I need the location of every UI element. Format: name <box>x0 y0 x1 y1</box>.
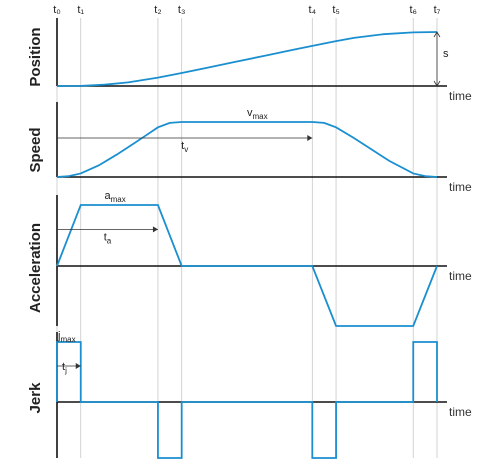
time-marker-label-t4: t₄ <box>309 4 317 16</box>
position-curve <box>56 31 438 87</box>
acceleration-duration-label: ta <box>104 231 112 245</box>
time-marker-label-t7: t₇ <box>434 4 441 16</box>
jerk-duration-label: tj <box>62 361 67 375</box>
acceleration-time-label: time <box>449 269 472 283</box>
acceleration-curve <box>56 204 438 327</box>
acceleration-level-label: amax <box>105 190 126 204</box>
jerk-curve <box>56 341 438 459</box>
position-axis-label: Position <box>27 27 44 86</box>
panel-jerk: Jerk time jmax tj <box>27 330 472 459</box>
jerk-time-label: time <box>449 405 472 419</box>
speed-duration-label: tv <box>181 140 188 154</box>
time-marker-label-t0: t₀ <box>53 4 61 16</box>
position-span-arrow-bottom <box>433 80 441 87</box>
panel-acceleration: Acceleration time amax ta <box>27 190 472 327</box>
time-marker-label-t2: t₂ <box>154 4 161 16</box>
position-span-arrow-top <box>433 31 441 38</box>
acceleration-duration-arrowhead <box>152 226 158 233</box>
speed-curve <box>56 121 438 178</box>
acceleration-axis-label: Acceleration <box>27 223 44 313</box>
position-span-label: s <box>443 48 449 60</box>
speed-axis-label: Speed <box>27 127 44 172</box>
panel-speed: Speed time vmax tv <box>27 102 472 194</box>
time-marker-layer: t₀ t₁ t₂ t₃ t₄ t₅ t₆ t₇ <box>53 4 441 458</box>
panel-position: Position time s <box>27 18 472 103</box>
speed-level-label: vmax <box>247 107 268 121</box>
jerk-level-label: jmax <box>57 330 76 344</box>
jerk-duration-arrowhead <box>75 363 81 369</box>
speed-duration-arrowhead <box>307 135 313 141</box>
time-marker-label-t3: t₃ <box>178 4 186 16</box>
time-marker-label-t5: t₅ <box>332 4 340 16</box>
jerk-axis-label: Jerk <box>27 382 44 414</box>
speed-time-label: time <box>449 180 472 194</box>
position-time-label: time <box>449 89 472 103</box>
time-marker-label-t6: t₆ <box>410 4 418 16</box>
time-marker-label-t1: t₁ <box>77 4 84 16</box>
